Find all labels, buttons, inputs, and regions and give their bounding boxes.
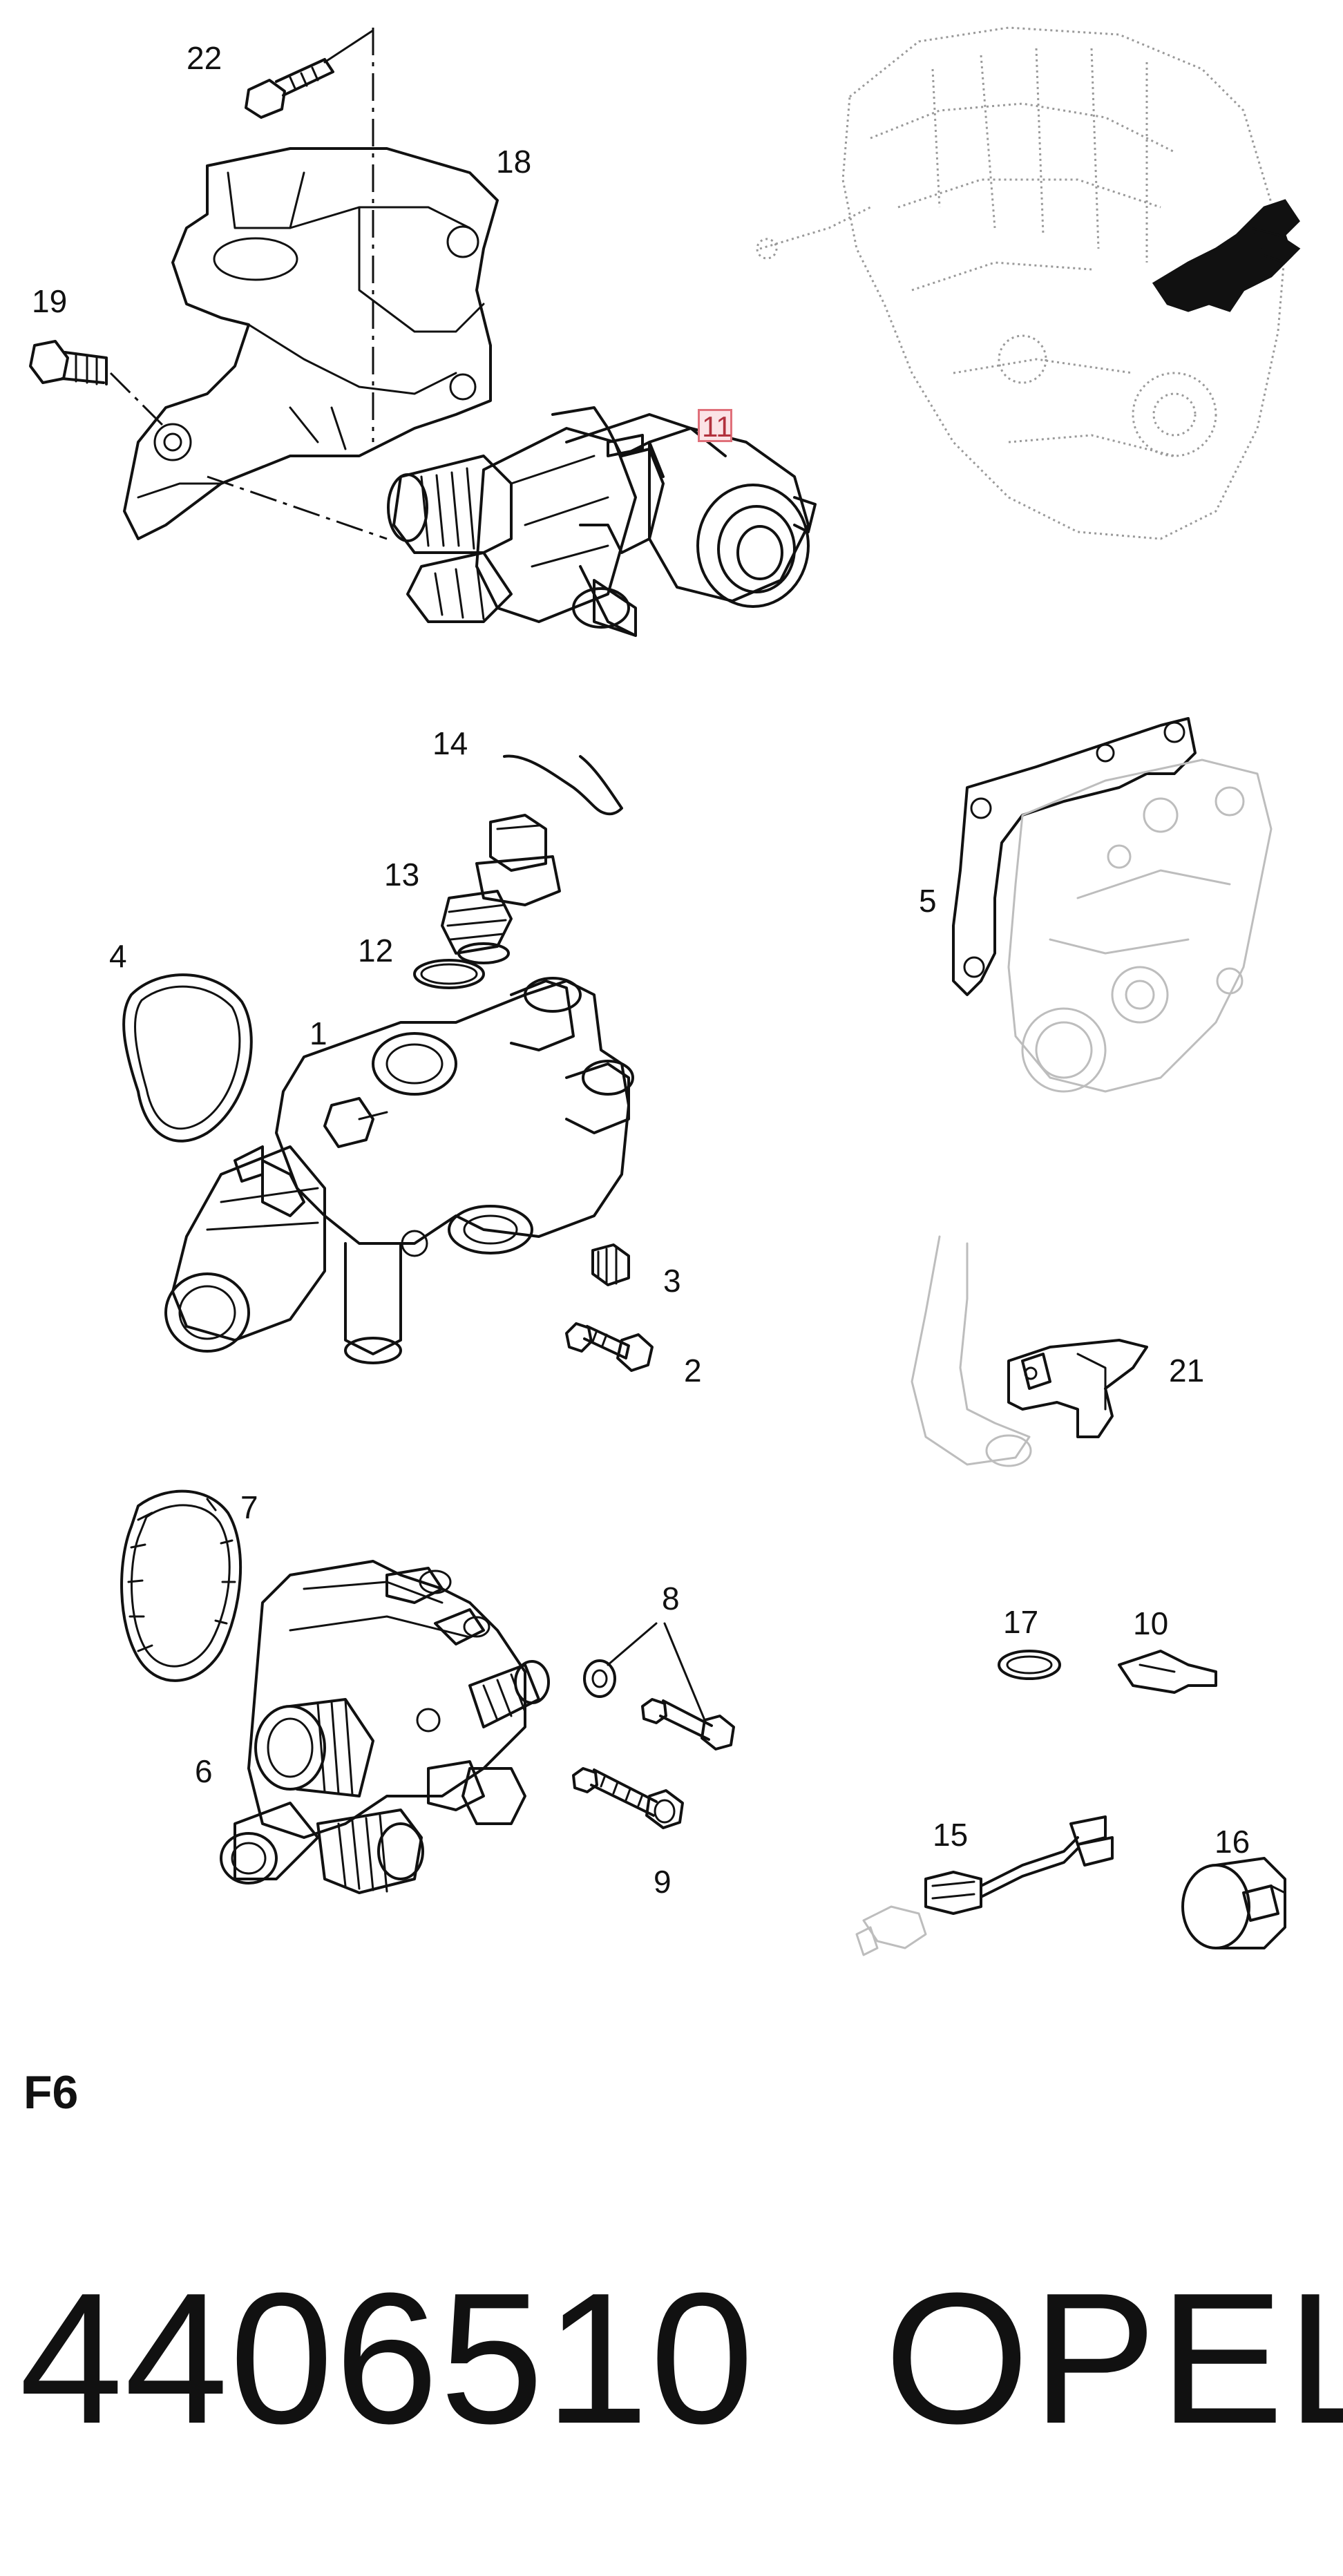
connector-16 <box>1181 1857 1286 1949</box>
callout-1: 1 <box>309 1015 327 1051</box>
callout-6: 6 <box>195 1753 213 1789</box>
callout-21: 21 <box>1169 1353 1204 1389</box>
o-ring-17 <box>998 1650 1061 1680</box>
leader-8 <box>607 1622 706 1721</box>
callout-13: 13 <box>384 857 419 893</box>
callout-7: 7 <box>240 1489 258 1525</box>
seal-7 <box>120 1489 242 1682</box>
wiring-harness-15 <box>855 1815 1114 1956</box>
part-number: 4406510 <box>19 2255 756 2463</box>
callout-2: 2 <box>684 1353 702 1389</box>
callout-11-highlighted[interactable]: 11 <box>698 409 732 442</box>
nut-3 <box>591 1243 630 1286</box>
callout-18: 18 <box>496 144 531 180</box>
bolt-2 <box>565 1322 654 1372</box>
water-pump-ghost <box>1007 759 1273 1093</box>
bolt-22 <box>245 58 334 119</box>
thermostat-housing-6 <box>220 1560 550 1894</box>
callout-10: 10 <box>1133 1605 1168 1641</box>
callout-14: 14 <box>432 725 468 761</box>
clip-10 <box>1118 1650 1217 1694</box>
callout-22: 22 <box>187 40 222 76</box>
thermostat-housing-assembly-11 <box>387 406 817 637</box>
callout-15: 15 <box>933 1817 968 1853</box>
bolt-19 <box>29 340 108 385</box>
o-ring-12 <box>413 959 485 989</box>
leader-22 <box>323 29 374 64</box>
callout-4: 4 <box>109 938 127 974</box>
bolt-9 <box>572 1767 684 1829</box>
brand-name: OPEL <box>884 2255 1343 2463</box>
callout-8: 8 <box>662 1581 680 1616</box>
engine-overview <box>756 26 1301 540</box>
section-code: F6 <box>23 2066 79 2119</box>
leader-dash-19 <box>109 372 167 430</box>
thermostat-housing-1 <box>164 977 634 1364</box>
hose-clip-21 <box>911 1235 1148 1467</box>
callout-3: 3 <box>663 1263 681 1299</box>
leader-dash-housing <box>207 475 388 540</box>
callout-5: 5 <box>919 883 937 919</box>
bolt-8 <box>641 1698 735 1750</box>
seal-4 <box>122 973 253 1143</box>
bracket-18 <box>123 147 499 540</box>
callout-17: 17 <box>1003 1604 1038 1640</box>
washer-8 <box>583 1659 616 1698</box>
callout-9: 9 <box>654 1864 672 1900</box>
gasket-5 <box>952 717 1197 996</box>
callout-16: 16 <box>1215 1824 1250 1860</box>
gasket-14 <box>503 754 623 816</box>
callout-11: 11 <box>702 410 732 443</box>
sensor-13 <box>441 814 561 964</box>
callout-19: 19 <box>32 283 67 319</box>
callout-12: 12 <box>358 933 393 969</box>
